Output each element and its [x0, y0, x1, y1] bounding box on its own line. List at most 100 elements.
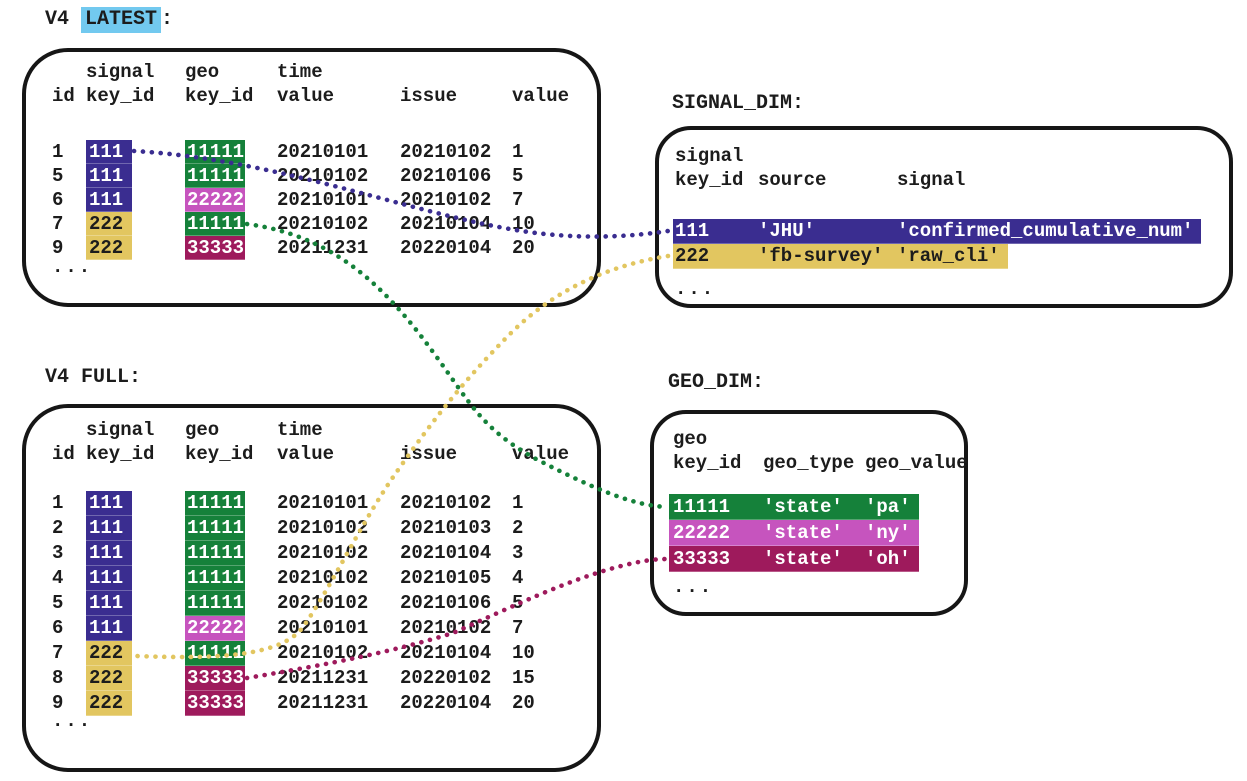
cell-time-value: 20210101 — [277, 189, 369, 211]
header-source: source — [758, 169, 827, 191]
cell-id: 7 — [52, 642, 64, 664]
cell-id: 6 — [52, 617, 64, 639]
cell-time-value: 20211231 — [277, 667, 369, 689]
cell-source: 'fb-survey' — [758, 245, 884, 267]
signal-key-cell: 111 — [86, 591, 132, 616]
signal-key-cell: 222 — [86, 691, 132, 716]
v4-full-title-prefix: V4 — [45, 366, 82, 389]
cell-value: 20 — [512, 692, 535, 714]
cell-issue: 20210102 — [400, 189, 492, 211]
signal-key-cell: 111 — [86, 566, 132, 591]
cell-time-value: 20210102 — [277, 642, 369, 664]
geo-dim-row-band — [669, 520, 919, 546]
signal-key-cell: 111 — [86, 541, 132, 566]
cell-id: 6 — [52, 189, 64, 211]
signal-dim-row: 111'JHU''confirmed_cumulative_num' — [0, 219, 1247, 244]
cell-signal: 'raw_cli' — [897, 245, 1000, 267]
ellipsis: ... — [52, 710, 93, 732]
cell-issue: 20210106 — [400, 165, 492, 187]
signal-dim-row-band — [673, 244, 1008, 269]
v4-latest-title-prefix: V4 — [45, 8, 82, 31]
header-value: value — [512, 443, 570, 465]
cell-id: 9 — [52, 692, 64, 714]
signal-key-cell: 111 — [86, 516, 132, 541]
geo-key-cell: 11111 — [185, 140, 245, 164]
signal-key-cell: 111 — [86, 140, 132, 164]
ellipsis: ... — [675, 278, 716, 300]
cell-id: 9 — [52, 237, 64, 259]
cell-geo-key-id: 33333 — [673, 548, 731, 570]
cell-geo-value: 'pa' — [865, 496, 911, 518]
cell-geo-type: 'state' — [763, 522, 843, 544]
v4-latest-title: V4 LATEST: — [45, 7, 173, 33]
cell-signal: 'confirmed_cumulative_num' — [897, 220, 1194, 242]
signal-key-cell: 111 — [86, 616, 132, 641]
header-signal-group: signal — [675, 145, 744, 167]
geo-key-cell: 33333 — [185, 666, 245, 691]
header-value: value — [512, 85, 570, 107]
cell-geo-type: 'state' — [763, 496, 843, 518]
header-key_id: key_id — [86, 443, 155, 465]
cell-time-value: 20210102 — [277, 592, 369, 614]
signal-key-cell: 222 — [86, 666, 132, 691]
signal-key-cell: 222 — [86, 212, 132, 236]
cell-id: 5 — [52, 592, 64, 614]
geo-dim-row: 22222 'state' 'ny' — [0, 520, 1247, 546]
cell-issue: 20210102 — [400, 141, 492, 163]
cell-issue: 20210102 — [400, 617, 492, 639]
ellipsis: ... — [52, 256, 93, 278]
header-geo_value: geo_value — [865, 452, 968, 474]
cell-value: 7 — [512, 617, 524, 639]
signal-dim-row: 222'fb-survey''raw_cli' — [0, 244, 1247, 269]
cell-geo-key-id: 11111 — [673, 496, 731, 518]
signal-key-cell: 111 — [86, 164, 132, 188]
header-key_id: key_id — [86, 85, 155, 107]
cell-id: 4 — [52, 567, 64, 589]
signal-key-cell: 111 — [86, 491, 132, 516]
header-signal: signal — [897, 169, 966, 191]
cell-time-value: 20210101 — [277, 141, 369, 163]
geo-dim-row-band — [669, 494, 919, 520]
cell-value: 5 — [512, 592, 524, 614]
geo-dim-title: GEO_DIM: — [668, 371, 765, 394]
header-time: time — [277, 419, 323, 441]
geo-dim-row-band — [669, 546, 919, 572]
header-geo: geo — [185, 419, 220, 441]
cell-signal-key-id: 111 — [675, 220, 710, 242]
cell-geo-value: 'ny' — [865, 522, 911, 544]
cell-geo-value: 'oh' — [865, 548, 911, 570]
header-key_id: key_id — [673, 452, 742, 474]
header-id: id — [52, 85, 75, 107]
cell-id: 7 — [52, 213, 64, 235]
cell-geo-key-id: 22222 — [673, 522, 731, 544]
header-geo: geo — [185, 61, 220, 83]
cell-value: 7 — [512, 189, 524, 211]
cell-id: 1 — [52, 141, 64, 163]
header-time: time — [277, 61, 323, 83]
cell-value: 1 — [512, 141, 524, 163]
header-geo-group: geo — [673, 428, 708, 450]
cell-issue: 20210104 — [400, 642, 492, 664]
header-id: id — [52, 443, 75, 465]
header-value: value — [277, 85, 335, 107]
v4-latest-title-highlight: LATEST — [81, 7, 162, 33]
cell-time-value: 20210101 — [277, 617, 369, 639]
header-value: value — [277, 443, 335, 465]
cell-issue: 20220104 — [400, 692, 492, 714]
cell-time-value: 20210102 — [277, 165, 369, 187]
header-issue: issue — [400, 443, 458, 465]
signal-key-cell: 222 — [86, 236, 132, 260]
cell-value: 5 — [512, 165, 524, 187]
v4-full-title: V4 FULL: — [45, 366, 141, 390]
cell-value: 10 — [512, 642, 535, 664]
cell-id: 8 — [52, 667, 64, 689]
cell-id: 1 — [52, 492, 64, 514]
geo-dim-row: 33333'state''oh' — [0, 546, 1247, 572]
